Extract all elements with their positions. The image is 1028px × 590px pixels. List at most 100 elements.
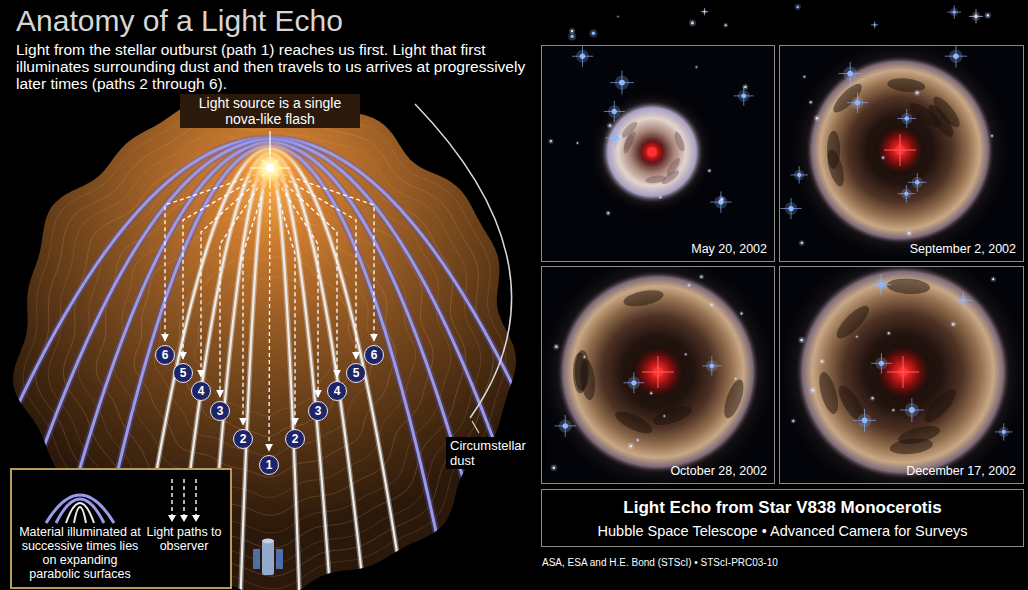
star-glow [742, 84, 748, 90]
light-path [270, 170, 356, 359]
callout-circle: 2 [285, 429, 305, 449]
star-glow [791, 419, 796, 424]
star [571, 30, 574, 33]
dust-wisp [920, 385, 960, 427]
star [744, 86, 746, 88]
star-spike [702, 356, 721, 375]
star-spike [623, 372, 644, 393]
dust-wisp [906, 99, 945, 132]
star-glow [707, 168, 711, 172]
label-holder: Light source is a single nova-like flash [180, 94, 360, 128]
star [810, 101, 812, 103]
star-glow [689, 20, 696, 27]
dust-contour [174, 257, 355, 437]
star-glow [906, 230, 912, 236]
source-label: Light source is a single nova-like flash [180, 94, 360, 128]
sample-path [195, 479, 196, 515]
star-glow [723, 23, 728, 28]
solar-panel [253, 549, 260, 569]
dust-wisp [612, 407, 655, 438]
solar-panel [276, 549, 283, 569]
sample-path [183, 479, 184, 515]
caption-subtitle: Hubble Space Telescope • Advanced Camera… [598, 523, 968, 539]
star [721, 198, 724, 201]
echo-image [541, 45, 775, 262]
legend-box: Material illuminated at successive times… [10, 468, 232, 589]
light-path [270, 170, 337, 377]
star-spike [710, 191, 731, 212]
star-glow [808, 100, 813, 105]
hubble-icon [253, 539, 283, 576]
star-glow [618, 135, 622, 139]
sky [541, 45, 775, 262]
star-glow [576, 141, 580, 145]
star [916, 91, 919, 94]
title-holder: Anatomy of a Light Echo [12, 3, 347, 39]
star-glow [663, 414, 667, 418]
dust-wisp [720, 377, 747, 420]
description: Light from the stellar outburst (path 1)… [12, 40, 532, 93]
image-panel: September 2, 2002 [779, 45, 1024, 262]
star-spike [605, 128, 625, 148]
image-date: December 17, 2002 [906, 464, 1016, 478]
callout-number: 4 [198, 385, 205, 397]
star-glow [628, 443, 635, 450]
star-spike [734, 86, 754, 106]
star [792, 420, 794, 422]
star [882, 157, 884, 159]
star-glow [809, 387, 816, 394]
sample-path [171, 479, 172, 515]
legend-text: Material illuminated at successive times… [18, 525, 142, 581]
callout-circle: 3 [308, 401, 328, 421]
star-glow [684, 353, 688, 357]
star-glow [855, 335, 859, 339]
legend-sample [40, 475, 120, 525]
star-glow [795, 4, 801, 10]
sample-surface [46, 495, 114, 523]
light-path [270, 170, 318, 397]
star-spike [871, 21, 878, 28]
star [991, 135, 993, 137]
legend-sample [144, 475, 224, 525]
star [708, 170, 710, 172]
nebula-ring [556, 270, 760, 474]
light-path [220, 170, 270, 397]
label-holder: Circumstellar dust [446, 437, 546, 469]
star-spike [995, 423, 1012, 440]
callout-circle: 2 [233, 429, 253, 449]
star [691, 22, 694, 25]
star [871, 397, 873, 399]
star [952, 323, 954, 325]
star [688, 284, 690, 286]
star-glow [606, 211, 611, 216]
callout-number: 2 [292, 433, 299, 445]
sample-surface [66, 503, 94, 523]
star-spike [642, 356, 674, 388]
star-glow [719, 196, 725, 202]
leader-line [269, 131, 270, 154]
light-path [270, 170, 374, 341]
star-glow [636, 438, 640, 442]
caption-title: Light Echo from Star V838 Monocerotis [623, 498, 941, 518]
dust-boundary [415, 104, 512, 433]
star [804, 76, 806, 78]
telescope-body [262, 541, 274, 575]
star-glow [699, 274, 704, 279]
star [609, 124, 611, 126]
light-path [201, 170, 270, 377]
callout-number: 1 [266, 459, 273, 471]
dust-wisp [829, 80, 865, 116]
star-glow [799, 240, 804, 245]
callout-number: 6 [162, 349, 169, 361]
star-glow [985, 12, 992, 19]
legend-text: Light paths to observer [142, 525, 226, 553]
dust-wisp [622, 130, 638, 152]
image-panel: October 28, 2002 [541, 266, 775, 484]
star-spike [887, 356, 919, 388]
star [725, 24, 727, 26]
star-glow [734, 377, 738, 381]
callout-number: 5 [353, 367, 360, 379]
light-path [243, 170, 270, 425]
dust-wisp [886, 277, 930, 295]
